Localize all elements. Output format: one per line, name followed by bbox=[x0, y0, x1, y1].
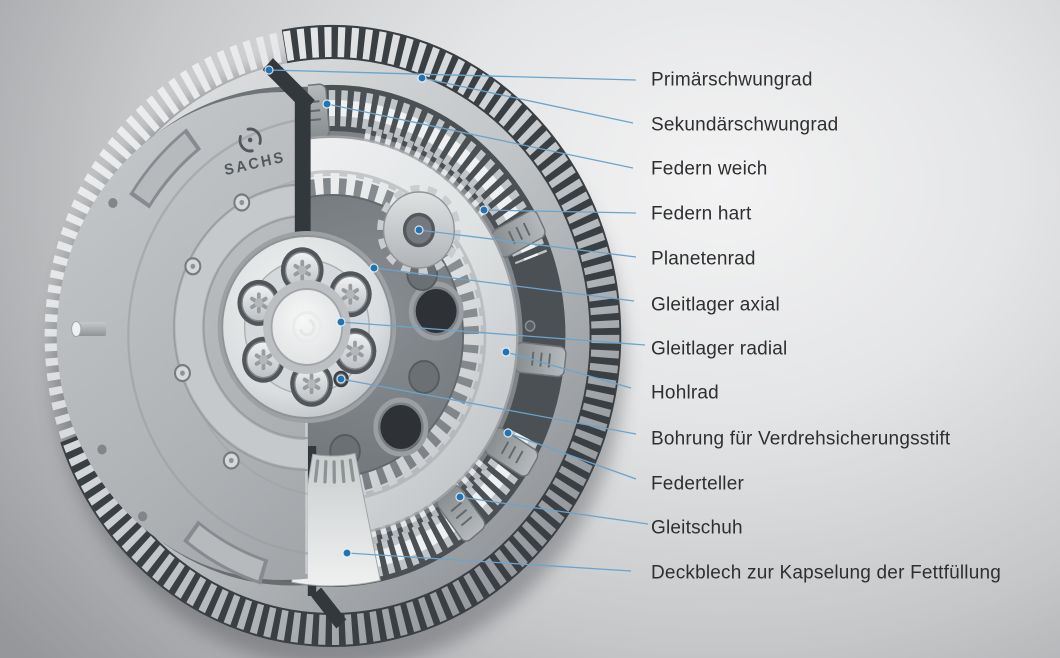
leader-dot bbox=[342, 548, 352, 558]
cut-edge-top bbox=[262, 58, 315, 232]
leader-line bbox=[421, 77, 634, 124]
leader-dot bbox=[322, 99, 332, 109]
leader-line bbox=[505, 351, 632, 389]
deckblech-slots bbox=[313, 458, 355, 484]
leader-dot bbox=[417, 73, 427, 83]
sachs-swirl-icon bbox=[238, 127, 262, 153]
hub-assembly bbox=[217, 231, 397, 423]
leader-line bbox=[340, 378, 637, 435]
bore-watermark bbox=[291, 310, 322, 344]
leader-dot bbox=[479, 205, 489, 215]
flywheel-illustration: SACHS bbox=[44, 25, 622, 647]
rim-holes bbox=[97, 198, 148, 522]
leader-line bbox=[373, 267, 635, 302]
leader-dot bbox=[336, 374, 346, 384]
leader-dot bbox=[369, 263, 379, 273]
leader-line bbox=[483, 209, 637, 214]
deckblech-cover-cone bbox=[291, 452, 381, 587]
primary-cover: SACHS bbox=[56, 91, 308, 585]
leader-dot bbox=[455, 492, 465, 502]
leader-line bbox=[268, 69, 637, 81]
leader-dot bbox=[336, 317, 346, 327]
leader-lines-layer bbox=[264, 65, 649, 572]
leader-dot bbox=[501, 347, 511, 357]
leader-line bbox=[340, 321, 646, 346]
leader-line bbox=[326, 103, 634, 169]
leader-line bbox=[418, 229, 637, 258]
leader-line bbox=[346, 552, 632, 572]
leader-line bbox=[507, 432, 637, 480]
leader-line bbox=[459, 496, 649, 525]
leader-dot bbox=[414, 225, 424, 235]
channel-pin-hole bbox=[524, 320, 536, 332]
leader-dot bbox=[264, 65, 274, 75]
leader-dot bbox=[503, 428, 513, 438]
rim-shadow-ring bbox=[60, 25, 622, 647]
cover-rim-tabs bbox=[129, 128, 269, 585]
locating-pin bbox=[71, 321, 107, 337]
hub-bore bbox=[270, 288, 344, 366]
cover-groove-outer bbox=[127, 117, 308, 555]
cut-edge-bottom-slant bbox=[311, 587, 347, 629]
